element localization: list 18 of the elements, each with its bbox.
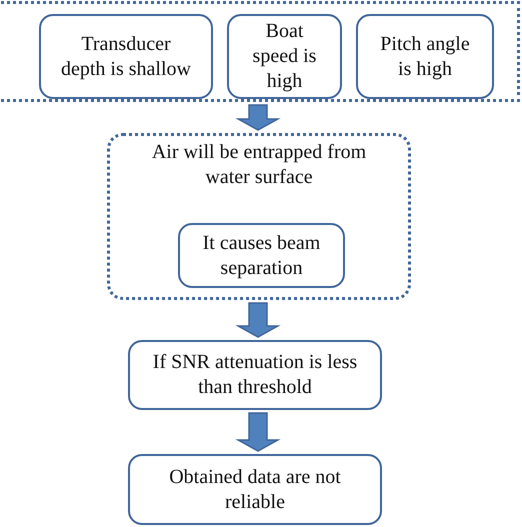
process-box <box>356 14 494 99</box>
box-text: It causes beam separation <box>202 230 322 280</box>
group-frame <box>107 133 411 300</box>
box-text: Boat speed is high <box>252 19 318 94</box>
group-heading: Air will be entrapped from water surface <box>150 140 368 190</box>
block-arrow <box>235 104 281 131</box>
block-arrow <box>235 302 281 338</box>
process-box <box>227 14 342 99</box>
process-box <box>39 14 213 99</box>
group-frame <box>0 1 520 102</box>
box-text: Pitch angle is high <box>379 32 471 82</box>
block-arrow <box>235 412 281 452</box>
process-box <box>128 454 382 525</box>
box-text: Transducer depth is shallow <box>60 32 192 82</box>
box-text: If SNR attenuation is less than threshold <box>152 350 358 400</box>
box-text: Obtained data are not reliable <box>168 464 342 514</box>
process-box <box>128 340 382 410</box>
process-box <box>178 223 345 288</box>
